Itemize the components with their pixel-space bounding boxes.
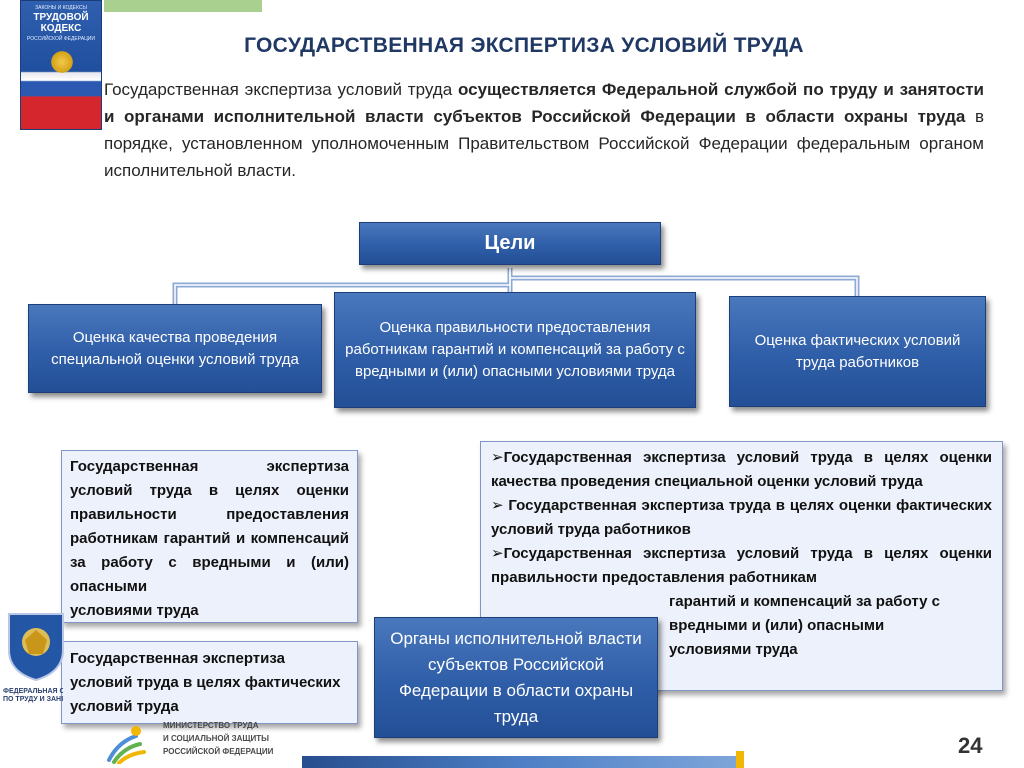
list-item-text: Государственная экспертиза условий труда… <box>491 449 992 490</box>
list-item-text: Государственная экспертиза труда в целях… <box>491 497 992 538</box>
goal-box-guarantees: Оценка правильности предоставления работ… <box>334 292 696 408</box>
goal-1-text: Оценка качества проведения специальной о… <box>51 328 299 368</box>
list-item-tail-3: условиями труда <box>669 641 798 658</box>
goal-box-quality: Оценка качества проведения специальной о… <box>28 304 322 393</box>
goals-label: Цели <box>484 232 536 254</box>
intro-text-start: Государственная экспертиза условий труда <box>104 80 458 99</box>
regional-authorities-box: Органы исполнительной власти субъектов Р… <box>374 617 658 738</box>
federal-service-line2: ПО ТРУДУ И ЗАНЯТ <box>3 696 63 703</box>
top-accent-bar <box>104 0 262 12</box>
ministry-caption: МИНИСТЕРСТВО ТРУДА И СОЦИАЛЬНОЙ ЗАЩИТЫ Р… <box>163 719 273 758</box>
expertise-actual-conditions-text: Государственная экспертиза условий труда… <box>70 650 341 715</box>
ministry-line1: МИНИСТЕРСТВО ТРУДА <box>163 721 259 730</box>
ministry-line2: И СОЦИАЛЬНОЙ ЗАЩИТЫ <box>163 734 269 743</box>
list-item: ➢Государственная экспертиза условий труд… <box>491 542 992 590</box>
expertise-actual-conditions-box: Государственная экспертиза условий труда… <box>61 641 358 724</box>
list-item-text: Государственная экспертиза условий труда… <box>491 545 992 586</box>
list-item-tail-2: вредными и (или) опасными <box>669 617 885 634</box>
book-title-line1: ТРУДОВОЙ <box>33 12 89 23</box>
expertise-guarantees-text-end: условиями труда <box>70 602 199 619</box>
ministry-line3: РОССИЙСКОЙ ФЕДЕРАЦИИ <box>163 747 274 756</box>
regional-authorities-text: Органы исполнительной власти субъектов Р… <box>390 628 642 726</box>
book-emblem-icon <box>50 49 74 75</box>
intro-paragraph: Государственная экспертиза условий труда… <box>104 76 984 184</box>
list-item: ➢Государственная экспертиза условий труд… <box>491 446 992 494</box>
federal-service-line1: ФЕДЕРАЛЬНАЯ СЛ <box>3 688 63 695</box>
federal-service-emblem-icon <box>8 613 64 682</box>
goal-2-text: Оценка правильности предоставления работ… <box>345 319 685 380</box>
goal-3-text: Оценка фактических условий труда работни… <box>754 331 961 371</box>
intro-text-bold: осуществляется Федеральной службой по тр… <box>104 80 984 126</box>
arrow-bullet-icon: ➢ <box>491 497 504 514</box>
arrow-bullet-icon: ➢ <box>491 545 504 562</box>
ministry-logo-icon <box>107 726 146 764</box>
bottom-accent-mark <box>736 751 744 768</box>
list-item-tail-1: гарантий и компенсаций за работу с <box>669 593 940 610</box>
book-series-label: ЗАКОНЫ И КОДЕКСЫ <box>35 5 87 11</box>
page-number: 24 <box>958 733 983 758</box>
federal-service-caption: ФЕДЕРАЛЬНАЯ СЛ ПО ТРУДУ И ЗАНЯТ <box>3 688 63 704</box>
book-subtitle: РОССИЙСКОЙ ФЕДЕРАЦИИ <box>27 36 95 42</box>
goals-header-box: Цели <box>359 222 661 265</box>
expertise-guarantees-text: Государственная экспертиза условий труда… <box>70 458 349 595</box>
expertise-guarantees-box: Государственная экспертиза условий труда… <box>61 450 358 623</box>
arrow-bullet-icon: ➢ <box>491 449 504 466</box>
book-title-line2: КОДЕКС <box>40 23 82 34</box>
goal-box-actual-conditions: Оценка фактических условий труда работни… <box>729 296 986 407</box>
intro-text-end: в порядке, установленном уполномоченным … <box>104 107 984 180</box>
list-item: ➢ Государственная экспертиза труда в цел… <box>491 494 992 542</box>
page-title: ГОСУДАРСТВЕННАЯ ЭКСПЕРТИЗА УСЛОВИЙ ТРУДА <box>244 34 804 57</box>
labor-code-book-image: ЗАКОНЫ И КОДЕКСЫ ТРУДОВОЙ КОДЕКС РОССИЙС… <box>20 0 102 130</box>
bottom-decorative-strip <box>302 756 742 768</box>
